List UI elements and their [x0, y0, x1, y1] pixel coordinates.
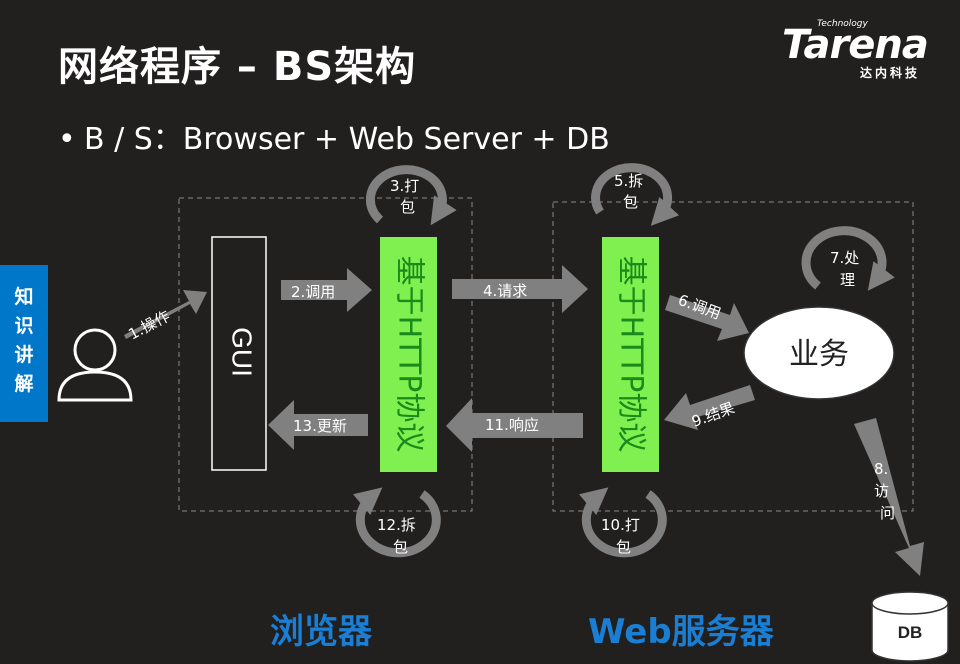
- step-5-label-a: 5.拆: [614, 172, 643, 190]
- page-title: 网络程序 – BS架构: [58, 44, 417, 90]
- side-tab-label: 知识讲解: [14, 286, 34, 395]
- browser-protocol-label: 基于HTTP协议: [392, 256, 427, 453]
- step-12-cycle-arrow: [352, 487, 441, 558]
- user-icon: [57, 328, 133, 402]
- bullet-text: B / S：Browser + Web Server + DB: [84, 122, 610, 157]
- step-5-label-b: 包: [623, 193, 638, 211]
- step-1-arrow: [124, 290, 207, 339]
- server-phase-label: Web服务器: [588, 612, 774, 652]
- step-13-label: 13.更新: [293, 417, 347, 435]
- business-label: 业务: [789, 337, 849, 372]
- step-2-arrow: [281, 268, 372, 312]
- step-4-label: 4.请求: [483, 282, 527, 300]
- step-11-arrow: [446, 398, 583, 452]
- gui-label: GUI: [227, 327, 258, 377]
- step-5-cycle-arrow: [591, 163, 680, 226]
- step-3-label-a: 3.打: [390, 177, 419, 195]
- browser-protocol-box: [380, 237, 437, 472]
- step-10-cycle-arrow: [578, 487, 667, 558]
- bullet-dot: •: [58, 122, 76, 157]
- db-label: DB: [898, 623, 923, 642]
- server-region: [552, 201, 914, 512]
- step-8-label-b: 访: [874, 482, 889, 500]
- side-tab[interactable]: 知识讲解: [0, 265, 48, 422]
- db-cylinder: [871, 591, 949, 662]
- step-8-label-a: 8.: [874, 460, 888, 478]
- step-12-label-b: 包: [393, 538, 408, 556]
- step-8-arrow: [854, 418, 924, 576]
- gui-box: [211, 236, 267, 471]
- step-12-label-a: 12.拆: [377, 516, 416, 534]
- logo-chinese: 达内科技: [860, 66, 921, 80]
- step-7-label-b: 理: [840, 271, 855, 289]
- step-7-cycle-arrow: [801, 226, 895, 291]
- step-1-label: 1.操作: [125, 307, 173, 344]
- step-10-label-b: 包: [616, 538, 631, 556]
- step-11-label: 11.响应: [485, 416, 539, 434]
- logo-tagline: Technology: [817, 19, 868, 29]
- server-protocol-label: 基于HTTP协议: [614, 256, 649, 453]
- browser-phase-label: 浏览器: [270, 612, 372, 652]
- step-9-arrow: [664, 385, 755, 430]
- step-13-arrow: [268, 400, 368, 450]
- step-6-arrow: [665, 295, 749, 341]
- step-8-label-c: 问: [880, 504, 895, 522]
- bullet-line: •B / S：Browser + Web Server + DB: [58, 114, 610, 158]
- browser-region: [178, 197, 473, 512]
- step-7-label-a: 7.处: [830, 249, 859, 267]
- step-4-arrow: [452, 265, 588, 313]
- logo: Tarena: [782, 22, 929, 68]
- step-10-label-a: 10.打: [601, 516, 640, 534]
- step-3-cycle-arrow: [365, 165, 457, 226]
- step-2-label: 2.调用: [291, 283, 335, 301]
- step-3-label-b: 包: [400, 198, 415, 216]
- business-ellipse: [743, 306, 895, 400]
- server-protocol-box: [602, 237, 659, 472]
